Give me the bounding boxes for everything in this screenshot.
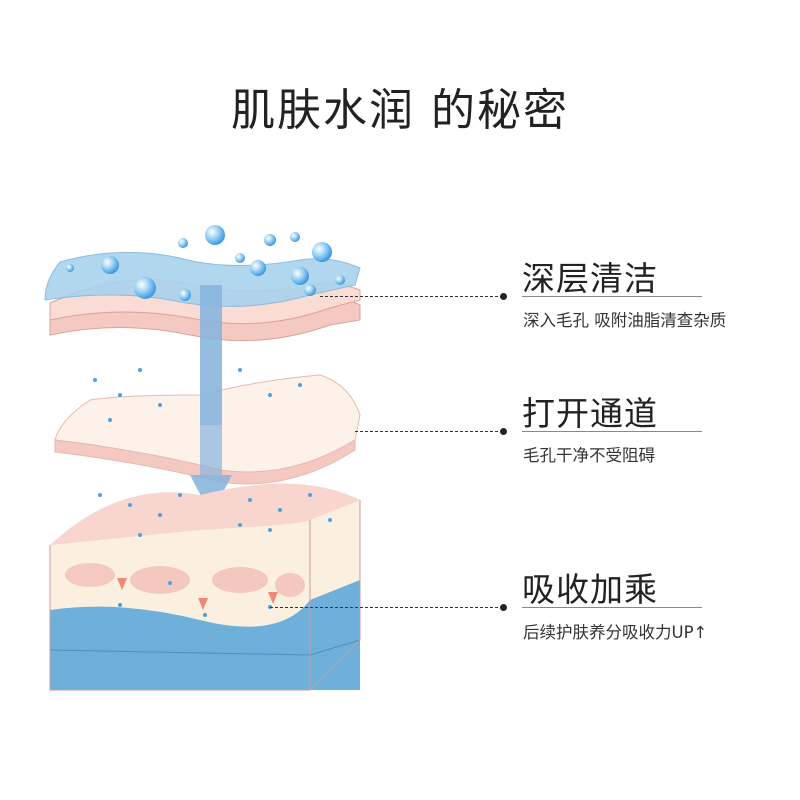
connector-dot-2 [500,428,507,435]
connector-line-2 [355,431,503,432]
step-1-description: 深入毛孔 吸附油脂清查杂质 [523,311,727,330]
water-bubbles [66,225,345,301]
connector-line-1 [320,296,503,297]
water-droplets [93,368,332,617]
step-3-heading: 吸收加乘 [522,570,658,609]
step-2-heading: 打开通道 [522,394,658,433]
step-3-description: 后续护肤养分吸收力UP↑ [523,623,708,642]
step-1-heading: 深层清洁 [522,259,658,298]
page-title: 肌肤水润 的秘密 [231,85,569,136]
step-2-description: 毛孔干净不受阻碍 [523,446,655,465]
connector-dot-1 [500,293,507,300]
step-1-underline [522,296,702,297]
step-3-underline [522,607,702,608]
absorption-arrows [117,578,278,610]
connector-dot-3 [500,604,507,611]
skin-block [49,483,361,691]
step-2-underline [522,431,702,432]
connector-line-3 [270,607,503,608]
